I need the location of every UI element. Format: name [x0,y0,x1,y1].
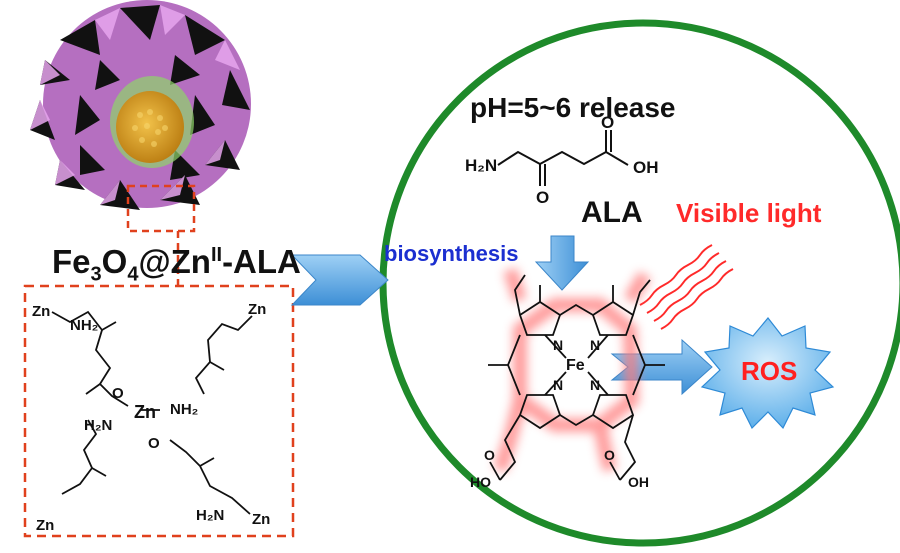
svg-text:O: O [536,188,549,207]
light-waves-icon [639,244,734,330]
visible-light-label: Visible light [676,198,822,228]
svg-text:O: O [148,435,160,452]
svg-text:O: O [604,447,615,463]
svg-text:O: O [112,385,124,402]
nanoparticle [30,0,251,210]
svg-text:Zn: Zn [248,301,266,318]
svg-text:OH: OH [628,474,649,490]
svg-text:Zn: Zn [134,402,156,422]
zoom-box-large [23,284,295,538]
release-label: pH=5~6 release [470,92,676,123]
ros-arrow [610,338,713,396]
svg-text:NH₂: NH₂ [170,401,198,418]
svg-text:Zn: Zn [32,303,50,320]
svg-text:HO: HO [470,474,491,490]
ros-burst [700,317,835,430]
svg-text:O: O [484,447,495,463]
svg-text:Zn: Zn [252,511,270,528]
heme-structure [488,274,665,481]
svg-text:Fe: Fe [566,357,585,374]
svg-text:O: O [601,113,614,132]
svg-text:NH₂: NH₂ [70,317,98,334]
zn-complex-labels: Zn NH₂ Zn Zn NH₂ H₂N O O Zn H₂N Zn [32,301,270,534]
zoom-box-small [126,184,196,233]
zn-complex-structure [51,310,253,515]
main-arrow [290,254,389,306]
svg-text:N: N [553,337,563,353]
svg-text:H₂N: H₂N [465,156,497,175]
heme-labels: Fe N N N N HO OH O O [470,337,649,490]
svg-text:Zn: Zn [36,517,54,534]
ros-label: ROS [741,356,798,386]
heme-glow [493,267,652,473]
ala-structure [497,130,629,186]
svg-text:H₂N: H₂N [84,417,112,434]
svg-text:N: N [590,337,600,353]
svg-text:N: N [553,377,563,393]
svg-text:N: N [590,377,600,393]
svg-text:H₂N: H₂N [196,507,224,524]
ala-label: ALA [581,196,643,229]
ala-labels: H₂N OH O O [465,113,659,207]
svg-text:OH: OH [633,158,659,177]
biosynthesis-arrow [534,235,590,291]
material-title: Fe3O4@ZnII-ALA [52,243,301,286]
biosynthesis-label: biosynthesis [384,241,519,266]
